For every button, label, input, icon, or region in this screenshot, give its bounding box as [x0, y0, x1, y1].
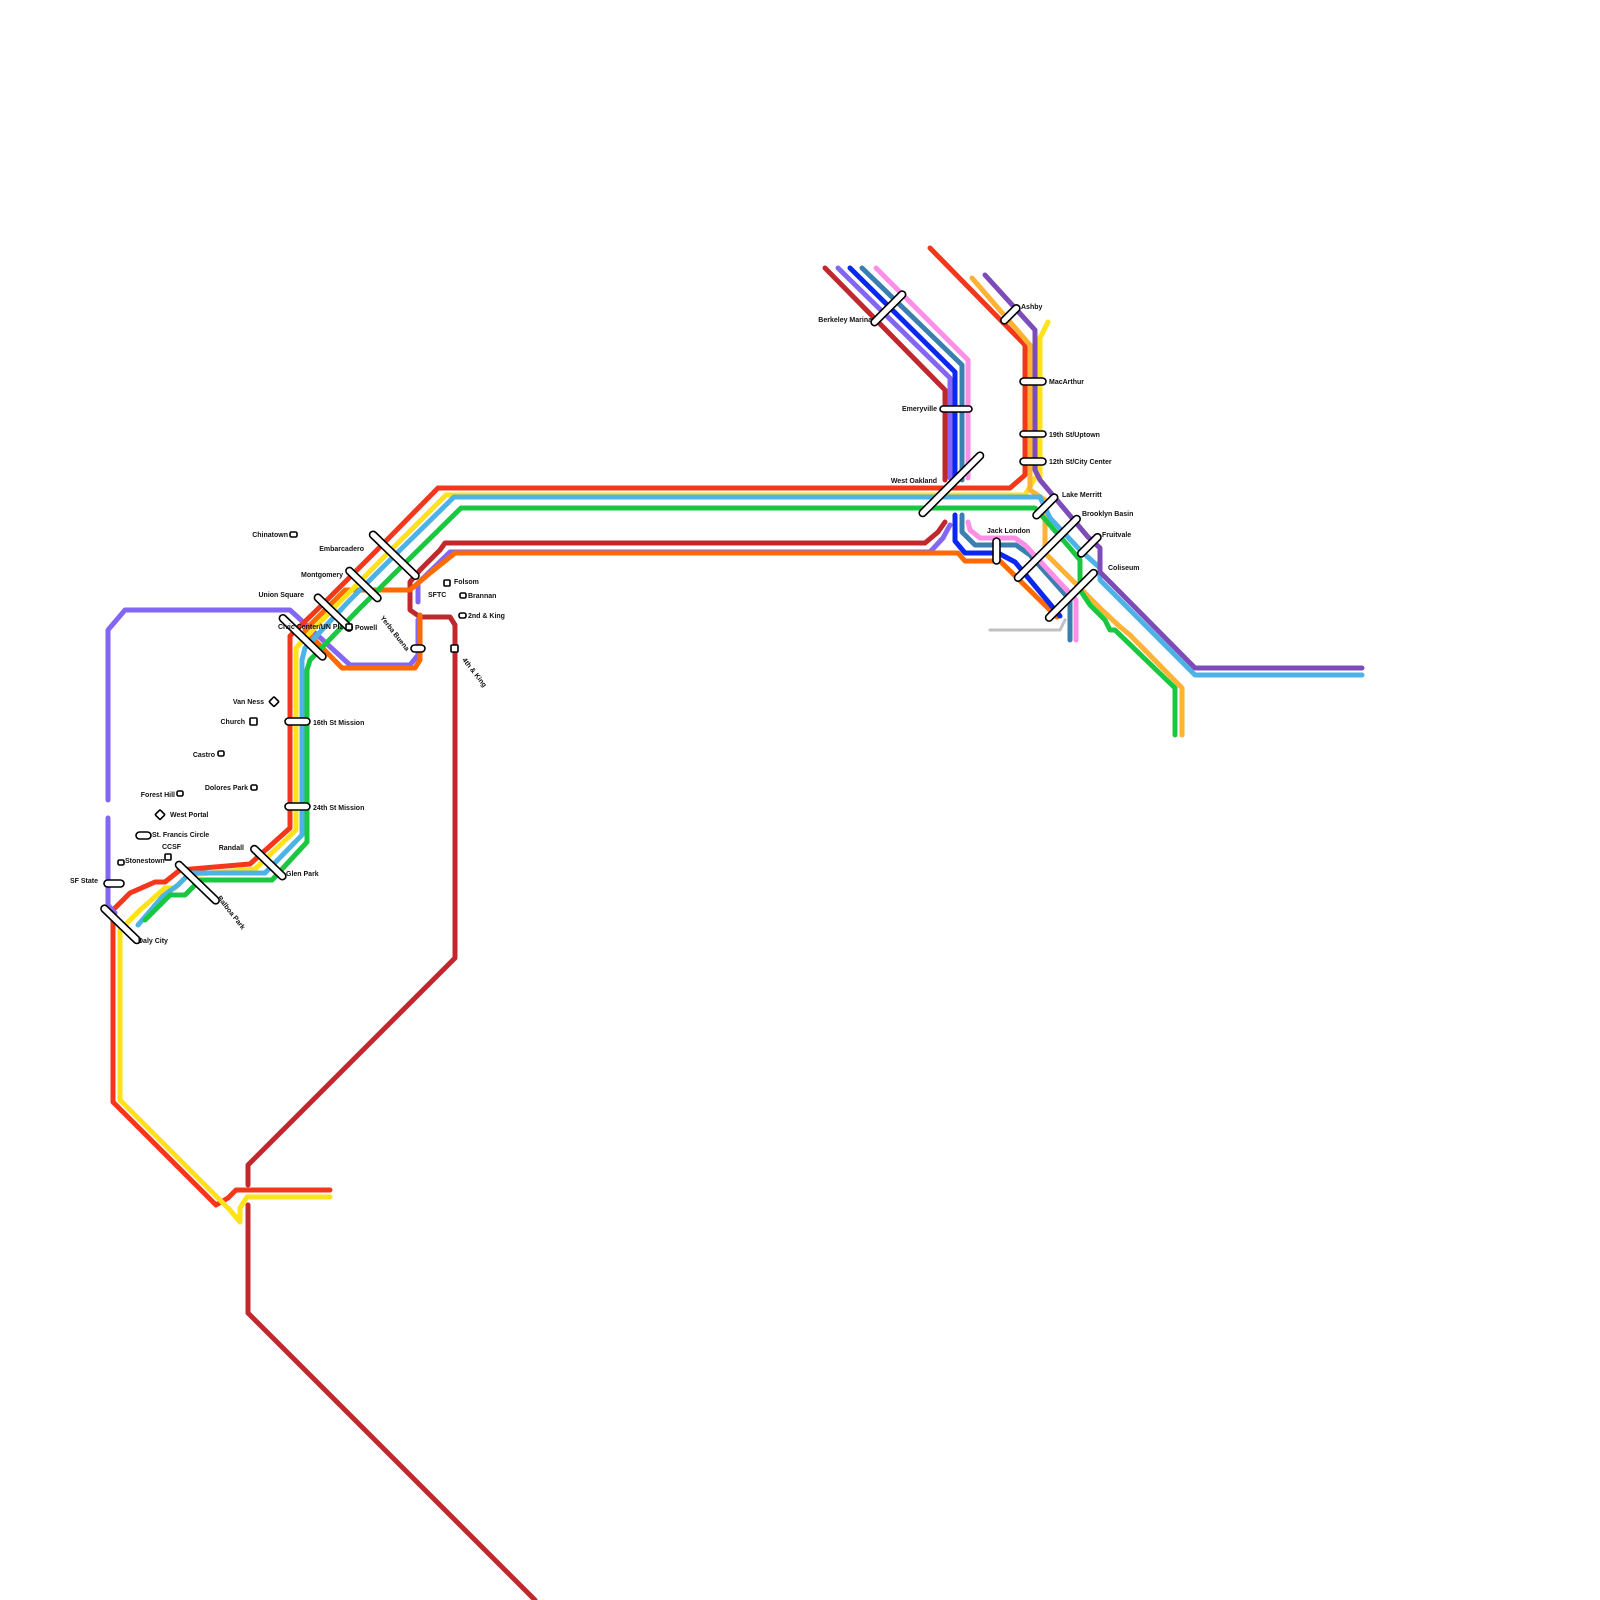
station-marker-emeryville[interactable]: [939, 405, 973, 413]
station-label-macarthur: MacArthur: [1049, 379, 1084, 386]
station-marker-lake-merritt[interactable]: [1032, 493, 1060, 521]
station-marker-west-portal[interactable]: [154, 809, 166, 821]
station-marker-embarcadero[interactable]: [368, 530, 420, 581]
station-marker-4th-king[interactable]: [450, 644, 459, 653]
station-marker-19th-st[interactable]: [1019, 430, 1047, 438]
station-marker-glen-park[interactable]: [249, 844, 287, 881]
station-marker-st-francis[interactable]: [135, 831, 152, 840]
station-marker-chinatown[interactable]: [289, 531, 298, 538]
station-label-ashby: Ashby: [1021, 304, 1043, 311]
station-label-berkeley-marina: Berkeley Marina: [818, 317, 872, 324]
station-marker-forest-hill[interactable]: [176, 790, 184, 797]
route-dark-red: [245, 265, 948, 1600]
station-label-west-portal: West Portal: [170, 812, 208, 819]
station-label-19th-st: 19th St/Uptown: [1049, 432, 1100, 439]
route-yellow: [117, 319, 1051, 1225]
station-label-glen-park: Glen Park: [286, 871, 319, 878]
station-label-embarcadero: Embarcadero: [319, 546, 364, 553]
station-marker-church[interactable]: [249, 717, 258, 726]
station-label-fruitvale: Fruitvale: [1102, 532, 1131, 539]
station-markers: [100, 290, 1102, 945]
station-labels: Chinatown Embarcadero Montgomery Union S…: [70, 304, 1140, 945]
station-label-brooklyn-basin: Brooklyn Basin: [1082, 511, 1133, 518]
station-marker-yerba-buena[interactable]: [410, 644, 426, 653]
station-marker-montgomery[interactable]: [344, 566, 382, 603]
station-label-van-ness: Van Ness: [233, 699, 264, 706]
station-label-montgomery: Montgomery: [301, 572, 343, 579]
station-marker-brannan[interactable]: [459, 592, 467, 599]
station-marker-ccsf[interactable]: [164, 853, 172, 861]
route-light-blue: [135, 494, 1365, 928]
route-light-gray-segment: [988, 618, 1067, 632]
route-purple-west: [105, 815, 118, 916]
station-marker-coliseum[interactable]: [1044, 568, 1098, 622]
station-marker-dolores-park[interactable]: [250, 784, 258, 791]
station-label-yerba-buena: Yerba Buena: [378, 615, 410, 653]
station-label-coliseum: Coliseum: [1108, 565, 1140, 572]
route-lines: [105, 245, 1365, 1600]
route-orange: [302, 550, 1060, 671]
station-label-stonestown: Stonestown: [125, 858, 165, 865]
station-marker-berkeley-marina[interactable]: [870, 290, 907, 327]
station-label-union-square: Union Square: [258, 592, 304, 599]
station-marker-fruitvale[interactable]: [1076, 532, 1102, 558]
station-label-randall: Randall: [219, 845, 244, 852]
station-marker-12th-st[interactable]: [1019, 457, 1047, 466]
station-label-16th-st: 16th St Mission: [313, 720, 364, 727]
station-label-st-francis: St. Francis Circle: [152, 832, 209, 839]
station-marker-castro[interactable]: [217, 750, 225, 757]
station-marker-civic-center[interactable]: [278, 613, 327, 661]
route-red: [110, 245, 1028, 1208]
route-gray: [988, 618, 1067, 632]
station-marker-west-oakland[interactable]: [918, 451, 985, 518]
station-label-dolores-park: Dolores Park: [205, 785, 248, 792]
station-label-emeryville: Emeryville: [902, 406, 937, 413]
station-label-24th-st: 24th St Mission: [313, 805, 364, 812]
route-pink: [873, 265, 1079, 643]
station-label-powell: Powell: [355, 625, 377, 632]
station-label-balboa-park: Balboa Park: [215, 895, 245, 931]
station-label-west-oakland: West Oakland: [891, 478, 937, 485]
station-label-ccsf: CCSF: [162, 844, 182, 851]
station-label-church: Church: [221, 719, 246, 726]
station-label-civic-center: Civic Center/UN Plz: [278, 624, 343, 631]
station-label-2nd-king: 2nd & King: [468, 613, 505, 620]
station-label-forest-hill: Forest Hill: [141, 792, 175, 799]
station-marker-2nd-king[interactable]: [458, 612, 467, 619]
station-marker-macarthur[interactable]: [1019, 377, 1047, 386]
station-marker-folsom[interactable]: [443, 579, 451, 587]
station-label-sf-state: SF State: [70, 878, 98, 885]
station-marker-16th-st[interactable]: [284, 717, 311, 726]
station-marker-balboa-park[interactable]: [174, 860, 221, 905]
route-violet: [982, 272, 1365, 671]
station-label-daly-city: Daly City: [138, 938, 168, 945]
station-marker-stonestown[interactable]: [117, 859, 125, 866]
station-marker-van-ness[interactable]: [268, 696, 280, 708]
station-label-12th-st: 12th St/City Center: [1049, 459, 1112, 466]
route-amber: [969, 275, 1185, 738]
station-label-lake-merritt: Lake Merritt: [1062, 492, 1102, 499]
station-label-chinatown: Chinatown: [252, 532, 288, 539]
station-label-folsom: Folsom: [454, 579, 479, 586]
station-label-jack-london: Jack London: [987, 528, 1030, 535]
station-label-sftc: SFTC: [428, 592, 446, 599]
station-marker-24th-st[interactable]: [284, 802, 311, 811]
route-green: [142, 505, 1178, 923]
station-label-castro: Castro: [193, 752, 215, 759]
station-marker-ashby[interactable]: [999, 303, 1021, 325]
station-marker-jack-london[interactable]: [992, 537, 1001, 565]
station-marker-powell[interactable]: [345, 623, 353, 631]
station-marker-sf-state[interactable]: [103, 879, 125, 888]
station-marker-brooklyn-basin[interactable]: [1013, 514, 1082, 583]
station-label-brannan: Brannan: [468, 593, 496, 600]
station-label-4th-king: 4th & King: [460, 657, 487, 689]
station-marker-daly-city[interactable]: [100, 904, 142, 945]
